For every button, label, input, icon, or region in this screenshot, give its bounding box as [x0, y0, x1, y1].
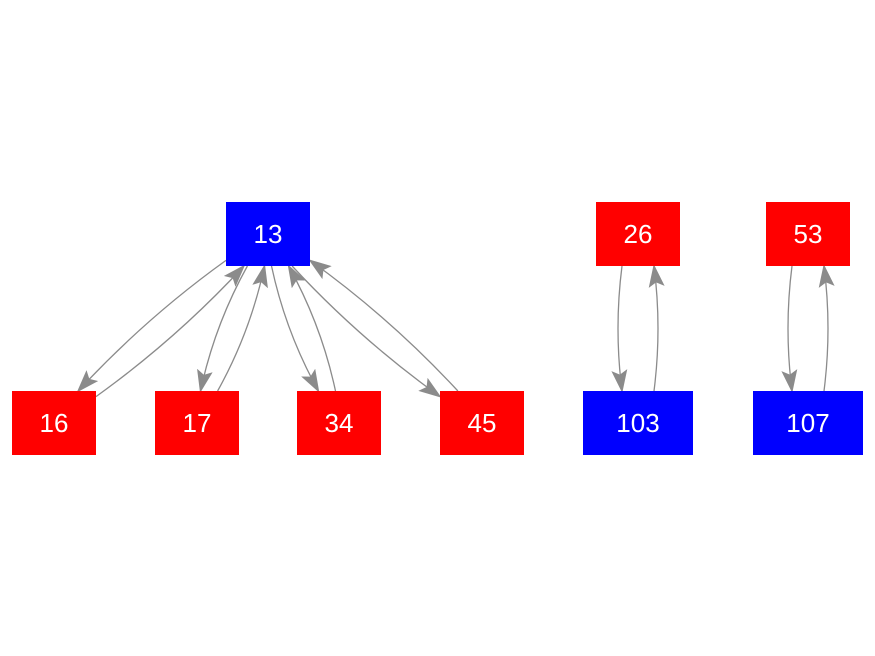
edge-103-26 — [648, 264, 665, 392]
edge-16-13 — [95, 264, 246, 398]
node-103: 103 — [583, 391, 693, 455]
edge-17-13 — [217, 264, 268, 392]
node-13: 13 — [226, 202, 310, 266]
node-53: 53 — [766, 202, 850, 266]
edge-26-103 — [611, 265, 628, 393]
node-26: 26 — [596, 202, 680, 266]
edge-53-107 — [781, 265, 798, 393]
node-17-label: 17 — [182, 408, 212, 438]
edge-13-45 — [291, 265, 442, 398]
node-16-label: 16 — [39, 408, 69, 438]
edge-13-16 — [76, 259, 227, 393]
node-34-label: 34 — [324, 408, 354, 438]
edge-13-17 — [197, 265, 248, 393]
edge-13-34 — [270, 265, 320, 393]
node-45: 45 — [440, 391, 524, 455]
node-107: 107 — [753, 391, 863, 455]
node-34: 34 — [297, 391, 381, 455]
node-45-label: 45 — [467, 408, 497, 438]
node-103-label: 103 — [616, 408, 660, 438]
node-107-label: 107 — [786, 408, 830, 438]
node-16: 16 — [12, 391, 96, 455]
node-13-label: 13 — [253, 219, 283, 249]
edge-107-53 — [818, 264, 835, 392]
node-26-label: 26 — [623, 219, 653, 249]
node-17: 17 — [155, 391, 239, 455]
edge-45-13 — [308, 259, 459, 392]
node-53-label: 53 — [793, 219, 823, 249]
edge-34-13 — [287, 264, 337, 392]
